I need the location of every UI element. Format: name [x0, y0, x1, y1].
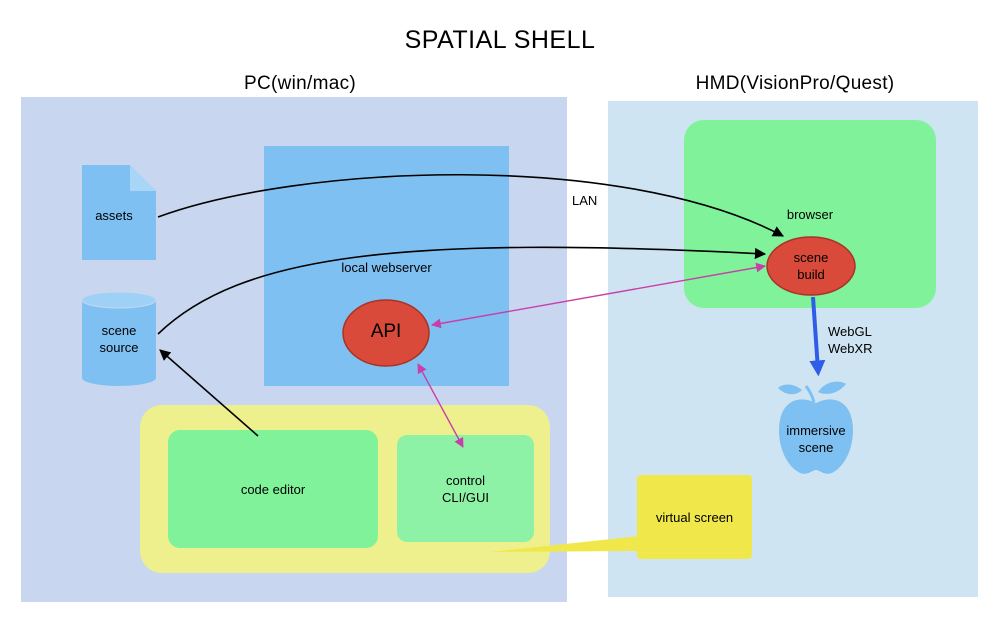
control-label-line2: CLI/GUI	[442, 489, 489, 505]
pc-label: PC(win/mac)	[243, 73, 357, 94]
database-icon	[81, 291, 157, 386]
browser-label: browser	[786, 207, 834, 222]
api-node	[342, 299, 430, 367]
scene-source-label-line2: source	[99, 340, 139, 355]
apple-icon	[778, 381, 854, 474]
code-editor-label: code editor	[240, 481, 306, 497]
code-editor: code editor	[168, 430, 378, 548]
virtual-screen: virtual screen	[637, 475, 752, 559]
scene-build-to-immersive-arrow	[809, 296, 826, 377]
scene-source-label-line1: scene	[101, 323, 137, 338]
immersive-scene-label-line2: scene	[798, 440, 834, 455]
diagram-title: SPATIAL SHELL	[404, 26, 596, 54]
scene-build-label-line2: build	[797, 267, 825, 282]
api-label: API	[370, 321, 402, 342]
code-editor-to-scene-source-arrow	[159, 349, 259, 437]
control-box: control CLI/GUI	[397, 435, 534, 542]
document-icon	[82, 165, 156, 260]
virtual-screen-label: virtual screen	[655, 509, 734, 525]
hmd-label: HMD(VisionPro/Quest)	[695, 73, 895, 94]
immersive-scene-label-line1: immersive	[786, 423, 846, 438]
api-scene-build-link	[431, 262, 766, 329]
webxr-label: WebXR	[828, 341, 873, 356]
scene-source-to-scene-build-arrow	[157, 246, 767, 335]
local-webserver-label: local webserver	[341, 260, 432, 275]
api-control-link	[417, 363, 464, 448]
assets-to-scene-build-arrow	[157, 173, 784, 237]
scene-build-node	[766, 236, 856, 296]
control-label-line1: control	[445, 472, 486, 488]
virtual-screen-callout-tail	[490, 536, 640, 552]
assets-label: assets	[95, 208, 133, 223]
lan-label: LAN	[572, 193, 598, 208]
scene-build-label-line1: scene	[793, 250, 829, 265]
webgl-label: WebGL	[828, 324, 872, 339]
